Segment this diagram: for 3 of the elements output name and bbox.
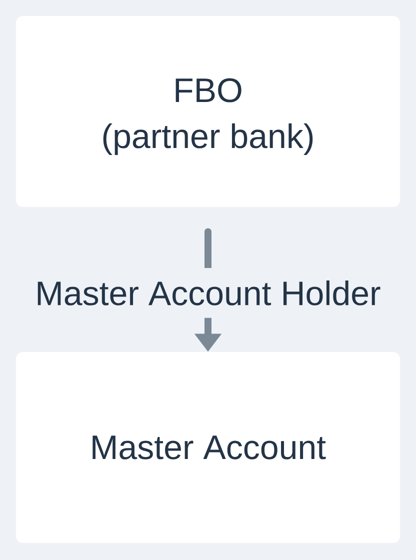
process-box: FBO (partner bank) (16, 16, 400, 207)
edge-label: Master Account Holder (31, 268, 385, 318)
process-box: Master Account (16, 352, 400, 543)
